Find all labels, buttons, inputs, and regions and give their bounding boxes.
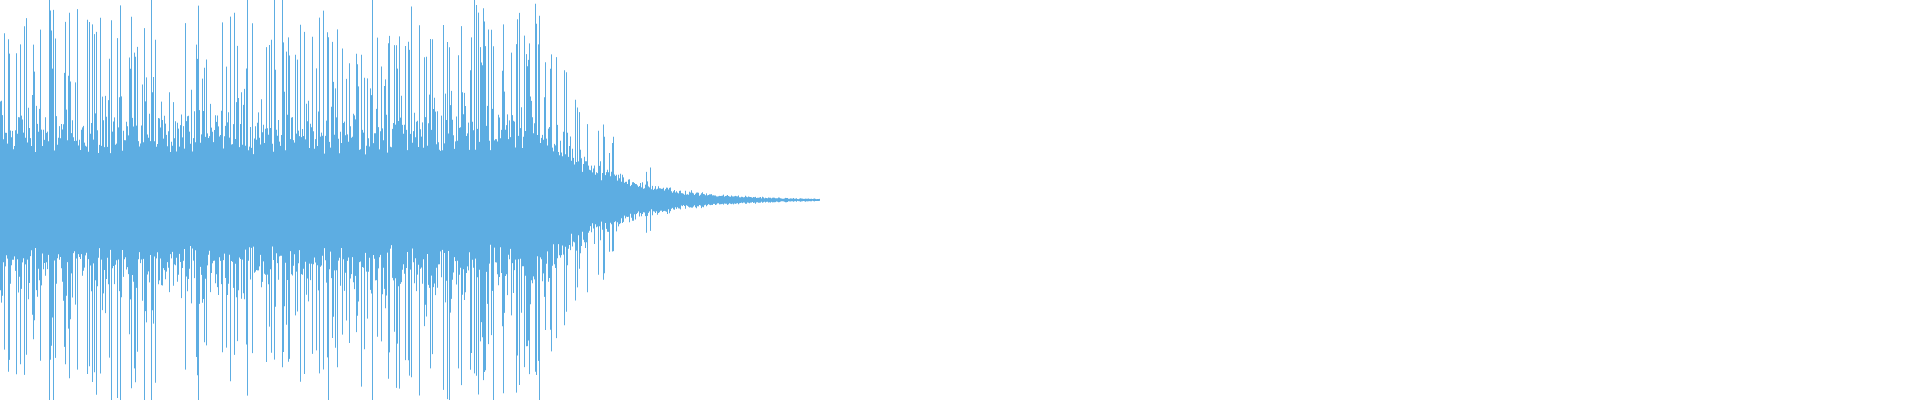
waveform-lines (0, 0, 820, 400)
